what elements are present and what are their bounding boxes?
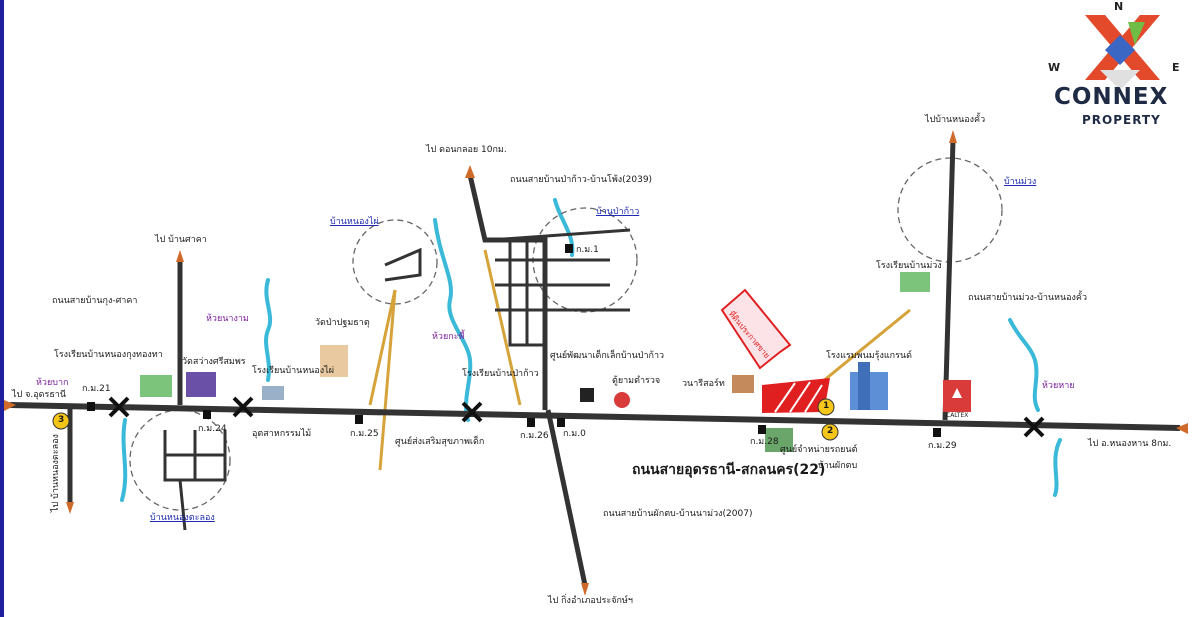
lm-police: ตู้ยามตำรวจ xyxy=(612,376,661,386)
intersection-markers xyxy=(108,396,1045,438)
marker-2: 2 xyxy=(827,426,834,436)
km-21: ก.ม.21 xyxy=(82,384,111,394)
km-0: ก.ม.0 xyxy=(563,429,586,439)
km-26: ก.ม.26 xyxy=(520,431,549,441)
lm-resort: วนารีสอร์ท xyxy=(682,379,725,389)
stream-nangam: ห้วยนางาม xyxy=(206,314,249,324)
road-2039-label: ถนนสายบ้านป่าก้าว-บ้านโพ้ง(2039) xyxy=(510,175,653,185)
lm-school-nongphai: โรงเรียนบ้านหนองไผ่ xyxy=(252,366,335,376)
village-nongphai: บ้านหนองไผ่ xyxy=(330,217,379,227)
logo-name: CONNEX xyxy=(1054,84,1169,110)
lm-school-pakao: โรงเรียนบ้านป่าก้าว xyxy=(462,369,539,379)
school-icon xyxy=(140,375,172,397)
village-nongtalong: บ้านหนองตะลอง xyxy=(150,513,215,523)
village-circles xyxy=(129,157,1003,511)
stream-bak: ห้วยบาก xyxy=(36,378,69,388)
lm-child-center: ศูนย์พัฒนาเด็กเล็กบ้านป่าก้าว xyxy=(550,351,665,361)
village-grid xyxy=(163,228,631,531)
lm-dealer: ศูนย์จำหน่ายรถยนต์ xyxy=(780,445,858,455)
km-28: ก.ม.28 xyxy=(750,437,779,447)
dir-nongtalong: ไป บ้านหนองตะลอง xyxy=(51,434,61,512)
dir-kingamphoe: ไป กิ่งอำเภอประจักษ์ฯ xyxy=(548,596,633,606)
lm-wat-sawang: วัดสว่างศรีสมพร xyxy=(182,357,246,367)
gas-icon xyxy=(580,388,594,402)
dir-nonghan: ไป อ.หนองหาน 8กม. xyxy=(1088,439,1172,449)
dir-nongkhu: ไปบ้านหนองคั้ว xyxy=(925,115,986,125)
lm-hotel: โรงแรมพนมรุ้งแกรนด์ xyxy=(826,351,912,361)
connex-logo-mark xyxy=(1085,15,1160,90)
village-muang: บ้านม่วง xyxy=(1004,177,1037,187)
temple-icon xyxy=(186,372,216,397)
stream-phai: ห้วยหาย xyxy=(1042,381,1075,391)
school-muang-icon xyxy=(900,272,930,292)
dir-sakha: ไป บ้านศาคา xyxy=(155,235,207,245)
property-arrow xyxy=(720,288,792,370)
sawmill-icon xyxy=(262,386,284,400)
police-icon xyxy=(614,392,630,408)
dir-udon: ไป จ.อุดรธานี xyxy=(12,390,67,400)
lm-wat-pa: วัดป่าปฐมธาตุ xyxy=(315,318,370,328)
km-24: ก.ม.24 xyxy=(198,424,227,434)
dealer-icon xyxy=(765,428,793,452)
km-posts xyxy=(87,244,941,437)
major-roads xyxy=(67,139,956,586)
lm-center-dev: ศูนย์ส่งเสริมสุขภาพเด็ก xyxy=(395,437,485,447)
km-1: ก.ม.1 xyxy=(576,245,599,255)
km-25: ก.ม.25 xyxy=(350,429,379,439)
compass-n: N xyxy=(1114,0,1124,13)
logo-tagline: PROPERTY xyxy=(1082,113,1161,127)
dir-donkloi: ไป ดอนกลอย 10กม. xyxy=(426,145,507,155)
frame-border xyxy=(0,0,4,617)
compass-e: E xyxy=(1172,61,1180,74)
main-highway xyxy=(9,402,1181,431)
village-phaktop: บ้านผักตบ xyxy=(818,461,858,471)
resort-icon xyxy=(732,375,754,393)
lm-sawmill: อุตสาหกรรมไม้ xyxy=(252,429,312,439)
road-muang-label: ถนนสายบ้านม่วง-บ้านหนองคั้ว xyxy=(968,293,1087,303)
marker-3: 3 xyxy=(58,415,65,425)
lm-school-muang: โรงเรียนบ้านม่วง xyxy=(876,261,942,271)
main-highway-label: ถนนสายอุดรธานี-สกลนคร(22) xyxy=(632,462,826,478)
streams xyxy=(120,198,1062,502)
property-plot xyxy=(762,378,830,413)
lm-school-kung: โรงเรียนบ้านหนองกุงทองทา xyxy=(54,350,163,360)
stream-kaphi: ห้วยกะพี้ xyxy=(432,332,465,342)
road-2007-label: ถนนสายบ้านผักตบ-บ้านนาม่วง(2007) xyxy=(603,509,753,519)
numbered-markers xyxy=(52,398,839,441)
wat-pa-icon xyxy=(320,345,348,377)
village-pakao: บ้านป่าก้าว xyxy=(596,207,640,217)
road-kung-label: ถนนสายบ้านกุง-ศาคา xyxy=(52,296,138,306)
compass-w: W xyxy=(1048,61,1061,74)
marker-1: 1 xyxy=(823,401,830,411)
lm-caltex: CALTEX xyxy=(946,412,969,419)
km-29: ก.ม.29 xyxy=(928,441,957,451)
